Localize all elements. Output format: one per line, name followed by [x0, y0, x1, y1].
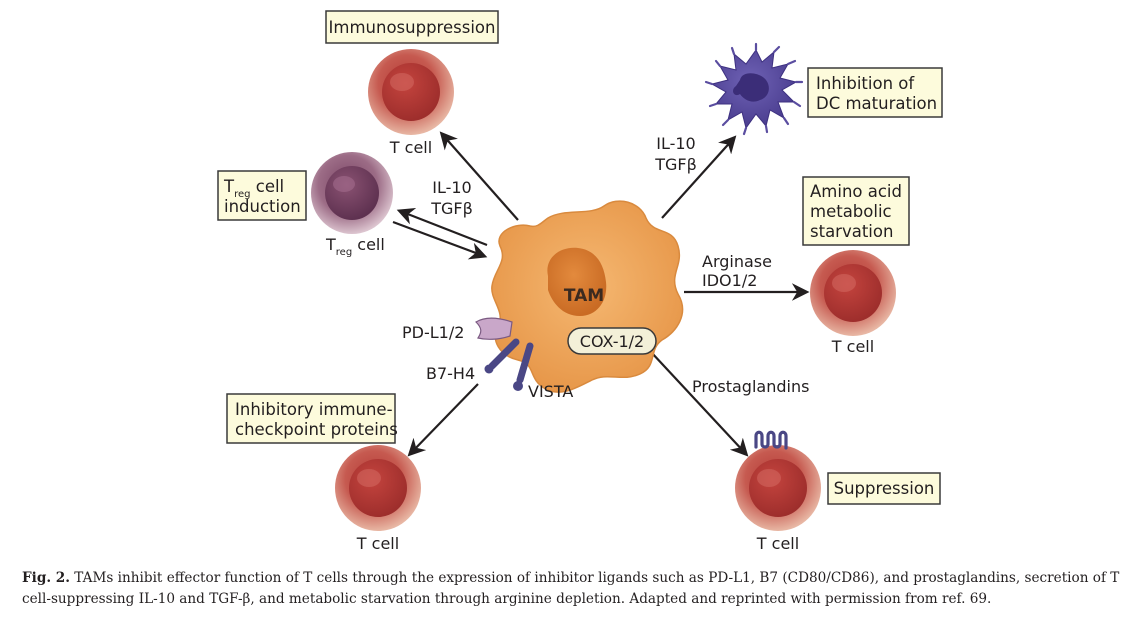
tgfb-label-right: TGFβ [654, 155, 697, 174]
il10-label-right: IL-10 [656, 134, 695, 153]
dc-maturation-line2: DC maturation [816, 94, 937, 113]
treg-cell [311, 152, 393, 234]
b7h4-label: B7-H4 [426, 364, 475, 383]
tam-nucleus [547, 247, 607, 316]
immunosuppression-text: Immunosuppression [329, 18, 496, 37]
immunosuppression-box [325, 10, 499, 44]
tcell-bottom-right [735, 445, 821, 531]
tcell-bottom-left [335, 445, 421, 531]
dendritic-cell [704, 42, 804, 136]
amino-acid-line2: metabolic [810, 202, 892, 221]
checkpoint-box [226, 393, 396, 444]
tcell-right [810, 250, 896, 336]
dc-maturation-line1: Inhibition of [816, 74, 915, 93]
tcell-top-label: T cell [389, 138, 432, 157]
vista-head [513, 381, 523, 391]
prostaglandins-label: Prostaglandins [692, 377, 809, 396]
dc-maturation-box [807, 67, 943, 118]
tcell-bottom-left-label: T cell [356, 534, 399, 553]
arrow-from-treg [392, 220, 488, 260]
treg-induction-box [217, 170, 307, 221]
cox-label: COX-1/2 [580, 332, 644, 351]
arrow-to-checkpoint-tcell [407, 383, 479, 457]
il10-label-left: IL-10 [432, 178, 471, 197]
pdl1-label: PD-L1/2 [402, 323, 464, 342]
arrow-to-immunosuppression [439, 131, 519, 221]
tam-diagram: TAM COX-1/2 IL-10 TGFβ IL-10 TGFβ Argina… [217, 10, 943, 553]
tam-label: TAM [564, 286, 604, 306]
amino-acid-line3: starvation [810, 222, 893, 241]
treg-cell-label: Treg cell [325, 235, 385, 258]
figure-caption: Fig. 2. TAMs inhibit effector function o… [22, 568, 1137, 610]
tcell-top [368, 49, 454, 135]
caption-text: TAMs inhibit effector function of T cell… [22, 570, 1120, 607]
treg-induction-line2: induction [224, 197, 301, 216]
arginase-label: Arginase [702, 252, 772, 271]
b7h4-head [484, 364, 494, 374]
suppression-box [827, 472, 941, 505]
vista-label: VISTA [528, 382, 573, 401]
checkpoint-line1: Inhibitory immune- [235, 400, 393, 419]
cox-badge [567, 327, 657, 355]
tcell-bottom-right-label: T cell [756, 534, 799, 553]
prostaglandin-receptor [754, 430, 788, 450]
ido-label: IDO1/2 [702, 271, 757, 290]
arrow-to-suppression-tcell [650, 351, 749, 457]
caption-label: Fig. 2. [22, 570, 70, 586]
tcell-right-label: T cell [831, 337, 874, 356]
suppression-text: Suppression [834, 479, 935, 498]
tgfb-label-left: TGFβ [430, 199, 473, 218]
b7h4-stalk [488, 338, 520, 370]
tam-cell: TAM COX-1/2 [491, 200, 684, 393]
checkpoint-line2: checkpoint proteins [235, 420, 398, 439]
amino-acid-box [802, 176, 910, 246]
arrow-to-treg [396, 207, 488, 247]
treg-induction-line1: Treg cell [223, 177, 284, 200]
amino-acid-line1: Amino acid [810, 182, 902, 201]
pdl1-ligand [475, 317, 513, 340]
vista-stalk [516, 342, 534, 384]
arrow-to-dc [661, 135, 737, 219]
